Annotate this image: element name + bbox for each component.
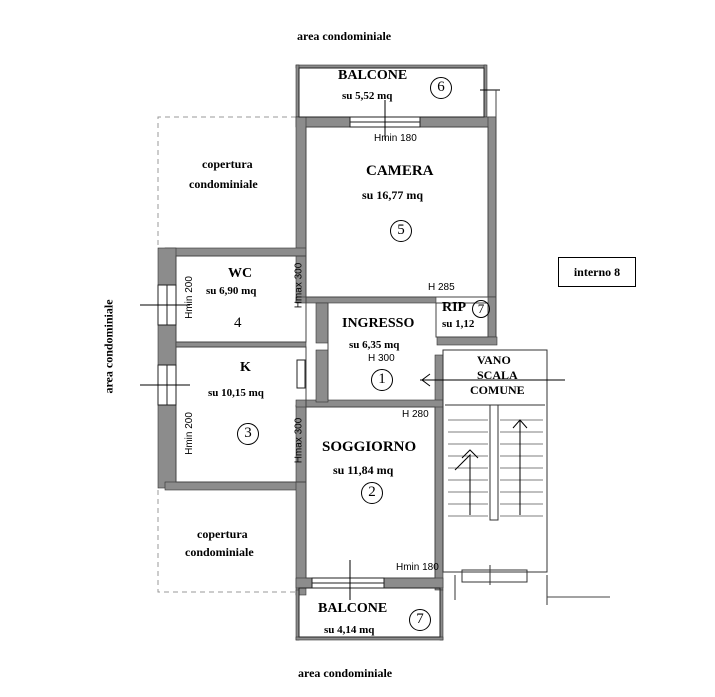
rip-name: RIP <box>442 300 467 315</box>
wc-number: 4 <box>234 315 242 331</box>
balcone-top-number: 6 <box>430 77 452 99</box>
k-hmin: Hmin 200 <box>183 412 195 455</box>
stair-steps <box>448 419 543 517</box>
wc-name: WC <box>228 266 253 281</box>
rip-number: 7 <box>472 300 490 318</box>
entrance-arrow <box>420 373 565 387</box>
ingresso-name: INGRESSO <box>342 316 415 331</box>
vano-scala-line3: COMUNE <box>470 383 525 397</box>
vano-scala-line2: SCALA <box>477 368 518 382</box>
window-axis-lines <box>140 89 500 600</box>
camera-h: H 285 <box>428 282 455 293</box>
interno-label: interno 8 <box>558 257 636 287</box>
rip-area: su 1,12 <box>442 318 475 330</box>
stair-direction-arrows <box>454 419 528 515</box>
ingresso-area: su 6,35 mq <box>349 339 400 351</box>
balcone-bottom-area: su 4,14 mq <box>324 624 375 636</box>
exterior-lines <box>495 90 610 598</box>
balcone-top-name: BALCONE <box>338 68 408 83</box>
k-name: K <box>240 360 251 375</box>
wc-hmax: Hmax 300 <box>293 262 305 309</box>
soggiorno-hmin: Hmin 180 <box>396 562 439 573</box>
copertura-bottom-line1: copertura <box>197 527 248 541</box>
vano-scala-line1: VANO <box>477 353 511 367</box>
camera-area: su 16,77 mq <box>362 188 424 202</box>
k-area: su 10,15 mq <box>208 387 264 399</box>
camera-hmin: Hmin 180 <box>374 133 417 144</box>
copertura-dashed-outline <box>157 116 296 593</box>
ingresso-number: 1 <box>371 369 393 391</box>
copertura-top-line2: condominiale <box>189 177 258 191</box>
area-condominiale-left: area condominiale <box>101 299 116 394</box>
stairwell <box>442 349 548 605</box>
balcone-bottom-name: BALCONE <box>318 601 388 616</box>
k-number: 3 <box>237 423 259 445</box>
area-condominiale-bottom: area condominiale <box>298 666 393 680</box>
balcone-top-area: su 5,52 mq <box>342 90 393 102</box>
area-condominiale-top: area condominiale <box>297 29 392 43</box>
wc-area: su 6,90 mq <box>206 285 257 297</box>
soggiorno-name: SOGGIORNO <box>322 439 417 455</box>
k-hmax: Hmax 300 <box>293 417 305 464</box>
wc-hmin: Hmin 200 <box>183 276 195 319</box>
soggiorno-h: H 280 <box>402 409 429 420</box>
soggiorno-area: su 11,84 mq <box>333 463 394 477</box>
soggiorno-number: 2 <box>361 482 383 504</box>
copertura-bottom-line2: condominiale <box>185 545 254 559</box>
ingresso-height: H 300 <box>368 353 395 364</box>
camera-name: CAMERA <box>366 163 434 179</box>
camera-number: 5 <box>390 220 412 242</box>
balcone-bottom-number: 7 <box>409 609 431 631</box>
copertura-top-line1: copertura <box>202 157 253 171</box>
